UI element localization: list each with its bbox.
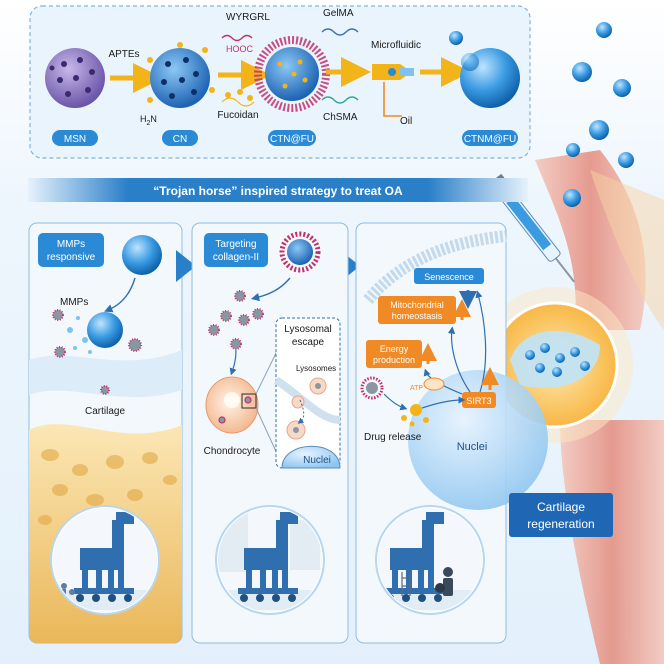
hooc-label: HOOC bbox=[226, 44, 254, 54]
oil-line bbox=[383, 82, 402, 117]
lyso-line1: Lysosomal bbox=[284, 324, 331, 335]
panel2-nuclei-label: Nuclei bbox=[303, 455, 331, 466]
lysosomes bbox=[286, 377, 327, 440]
drug-release-dots bbox=[401, 404, 429, 427]
energy-box bbox=[366, 340, 422, 368]
gelma-icon bbox=[321, 28, 359, 36]
mmps-label: MMPs bbox=[60, 297, 88, 308]
panel1-degrading-microsphere bbox=[52, 309, 142, 395]
trojan-horse-2 bbox=[215, 505, 325, 615]
mitochondria-icon bbox=[423, 377, 445, 391]
to-sirt3-arrow bbox=[421, 396, 466, 409]
msn-particle bbox=[45, 48, 105, 108]
peptide-icon bbox=[221, 34, 253, 42]
chsma-label: ChSMA bbox=[323, 112, 358, 123]
panel3-nuclei-label: Nuclei bbox=[457, 441, 488, 453]
regeneration-box bbox=[509, 493, 613, 537]
h2n-label: H2N bbox=[140, 114, 157, 127]
chondrocyte-cell bbox=[205, 376, 259, 434]
floating-microspheres bbox=[563, 22, 634, 207]
banner-title: “Trojan horse” inspired strategy to trea… bbox=[153, 184, 403, 198]
cartilage-label: Cartilage bbox=[85, 406, 125, 417]
regeneration-line1: Cartilage bbox=[537, 500, 585, 514]
wyrgrl-label: WYRGRL bbox=[226, 12, 270, 23]
microfluidic-device-icon bbox=[372, 64, 414, 80]
joint-nanoparticles bbox=[525, 343, 590, 377]
ctnm-tag bbox=[462, 130, 518, 146]
panel2-tag-line2: collagen-II bbox=[213, 252, 259, 263]
chondrocyte-label: Chondrocyte bbox=[204, 446, 261, 457]
panel1-tag-line2: responsive bbox=[47, 252, 96, 263]
panel2-arrow bbox=[250, 277, 291, 302]
msn-tag bbox=[52, 130, 98, 146]
panel2-small-particles bbox=[208, 290, 264, 350]
gelma-label: GelMA bbox=[323, 8, 354, 19]
regeneration-line2: regeneration bbox=[527, 517, 594, 531]
cn-label: CN bbox=[173, 134, 187, 145]
drug-release-arrow bbox=[383, 393, 408, 411]
ctnm-microsphere bbox=[449, 31, 520, 108]
panel2-nucleus bbox=[281, 445, 341, 469]
panel2-ctn-particle bbox=[279, 231, 321, 273]
panel2-arrow-down bbox=[229, 349, 237, 376]
soldier-figure bbox=[435, 567, 453, 596]
sirt3-box bbox=[462, 392, 496, 408]
panel1-tag-line1: MMPs bbox=[57, 239, 85, 250]
aptes-label: APTEs bbox=[108, 49, 139, 60]
msn-label: MSN bbox=[64, 134, 86, 145]
mito-line1: Mitochondrial bbox=[390, 300, 444, 310]
ctn-label: CTN@FU bbox=[270, 134, 314, 145]
atp-label: ATP bbox=[410, 385, 423, 392]
lyso-line2: escape bbox=[292, 337, 325, 348]
mito-box bbox=[378, 296, 456, 324]
cn-tag bbox=[162, 130, 198, 146]
mito-line2: homeostasis bbox=[392, 311, 443, 321]
panel1-microsphere bbox=[122, 235, 162, 275]
strategy-banner bbox=[28, 178, 528, 202]
sirt3-label: SIRT3 bbox=[466, 396, 491, 406]
ctn-tag bbox=[268, 130, 316, 146]
fucoidan-icon bbox=[221, 89, 255, 107]
energy-line1: Energy bbox=[380, 344, 409, 354]
ctnm-label: CTNM@FU bbox=[464, 134, 516, 145]
energy-line2: production bbox=[373, 355, 415, 365]
panel3-nucleus bbox=[408, 370, 548, 510]
panel1-arrow bbox=[104, 277, 136, 313]
panel3-particle bbox=[360, 376, 384, 400]
oil-label: Oil bbox=[400, 116, 412, 127]
panel-arrow-1 bbox=[176, 250, 196, 282]
drug-release-label: Drug release bbox=[364, 432, 422, 443]
senescence-box bbox=[414, 268, 484, 284]
fucoidan-label: Fucoidan bbox=[217, 110, 258, 121]
senescence-label: Senescence bbox=[424, 272, 474, 282]
trojan-horse-3 bbox=[375, 505, 485, 615]
chsma-icon bbox=[321, 96, 359, 104]
lysosomes-label: Lysosomes bbox=[296, 364, 336, 373]
cn-particle bbox=[147, 42, 215, 108]
panel2-tag-line1: Targeting bbox=[215, 239, 256, 250]
trojan-horse-1 bbox=[50, 505, 160, 615]
microfluidic-label: Microfluidic bbox=[371, 40, 421, 51]
